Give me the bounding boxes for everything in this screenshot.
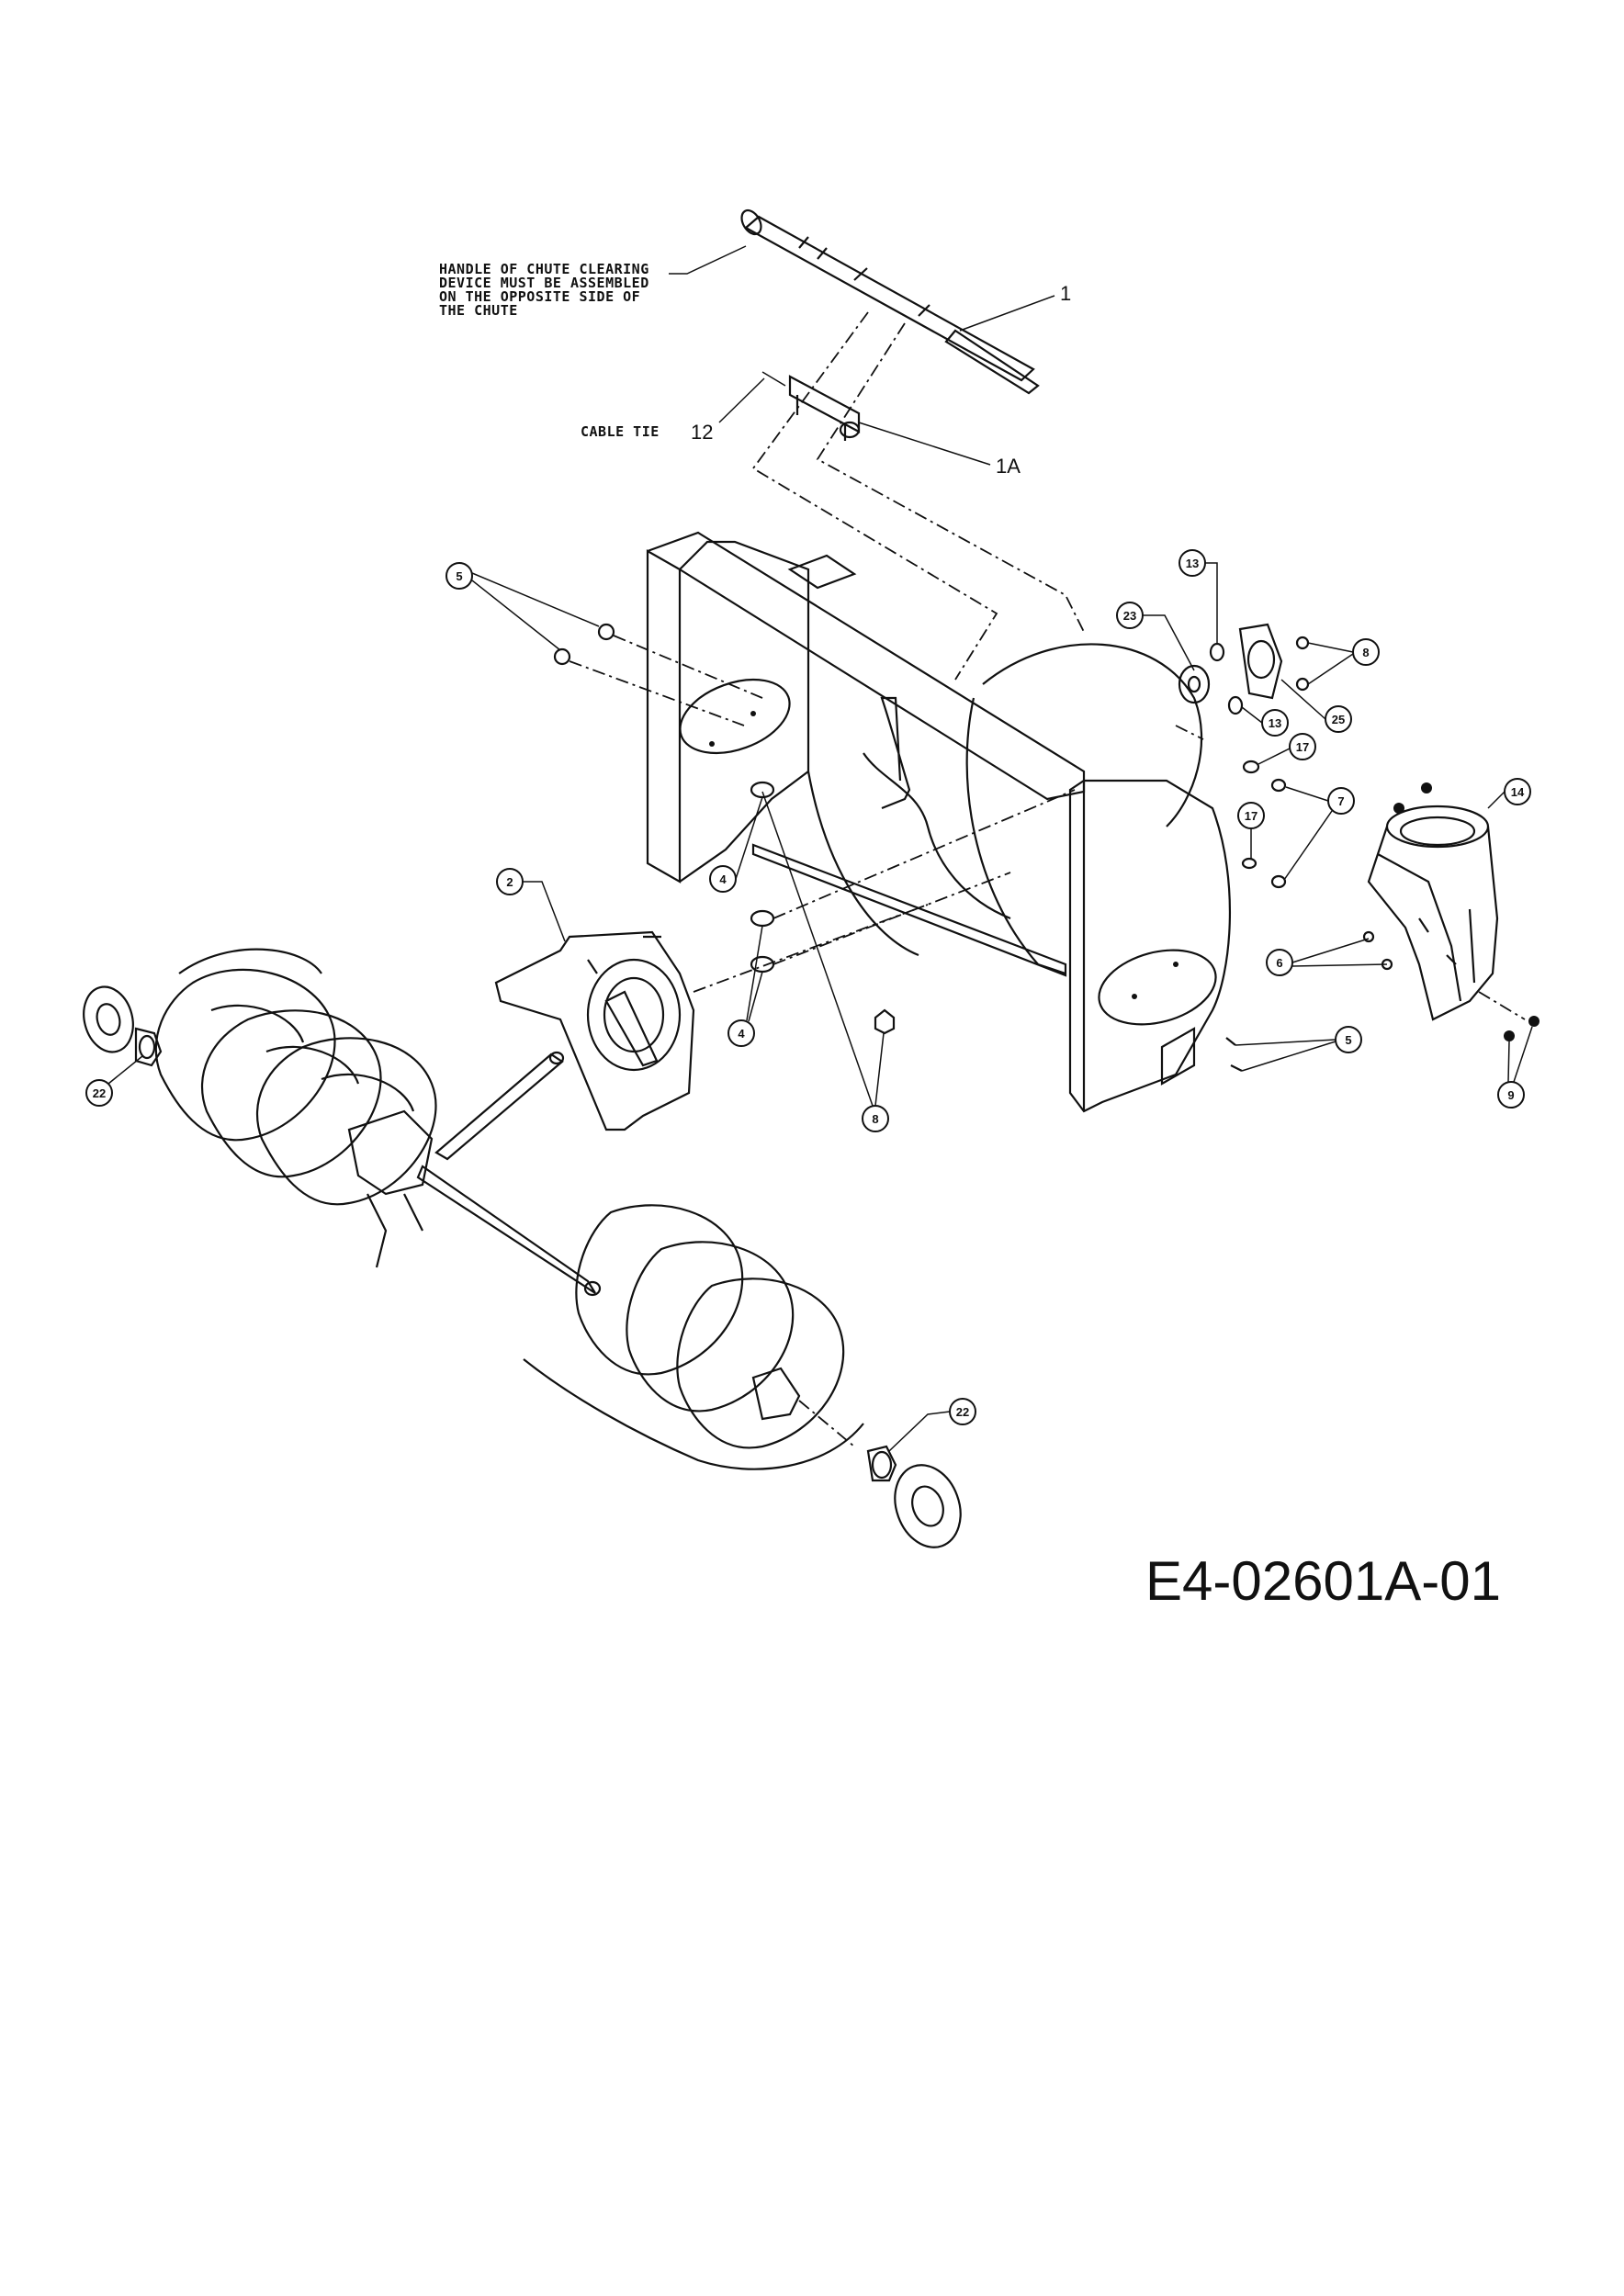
circled-callouts: 5 13 23 8 13 25 17 7 17 xyxy=(85,549,1533,1452)
callout-1: 1 xyxy=(1060,282,1071,305)
callout-6: 6 xyxy=(1276,956,1282,970)
callout-25: 25 xyxy=(1332,713,1345,726)
callout-17-bottom: 17 xyxy=(1245,809,1257,823)
impeller-housing xyxy=(494,904,929,1131)
discharge-chute xyxy=(1362,782,1539,1041)
right-auger xyxy=(523,1204,864,1470)
callout-22-right: 22 xyxy=(956,1405,969,1419)
callout-4-bottom: 4 xyxy=(738,1027,745,1041)
assembly-note: HANDLE OF CHUTE CLEARING DEVICE MUST BE … xyxy=(439,245,747,319)
left-bearing xyxy=(83,985,163,1067)
callout-9: 9 xyxy=(1507,1088,1514,1102)
auger-shaft xyxy=(416,1051,602,1297)
callout-13-bottom: 13 xyxy=(1269,716,1281,730)
assembly-lines-handle xyxy=(751,311,1085,681)
callout-4-top: 4 xyxy=(719,872,727,886)
note-line-2: DEVICE MUST BE ASSEMBLED xyxy=(439,275,649,291)
note-line-1: HANDLE OF CHUTE CLEARING xyxy=(439,261,649,277)
callout-8-right: 8 xyxy=(1362,646,1369,659)
chute-clearing-handle xyxy=(740,208,1040,395)
callout-13-top: 13 xyxy=(1186,557,1199,570)
cable-clip xyxy=(761,371,861,441)
callout-23: 23 xyxy=(1123,609,1136,623)
callout-7: 7 xyxy=(1337,794,1344,808)
auger-housing xyxy=(646,531,1232,1113)
callout-2: 2 xyxy=(506,875,513,889)
plain-callouts: 1 1A 12 CABLE TIE xyxy=(581,282,1071,478)
note-line-4: THE CHUTE xyxy=(439,302,518,319)
callout-12: 12 xyxy=(691,421,713,444)
callout-8-bottom: 8 xyxy=(872,1112,878,1126)
callout-1a: 1A xyxy=(996,455,1021,478)
callout-14: 14 xyxy=(1511,785,1525,799)
callout-17-top: 17 xyxy=(1296,740,1309,754)
hardware-left xyxy=(553,623,1243,1072)
callout-5-left: 5 xyxy=(456,569,462,583)
hardware-right xyxy=(1241,760,1287,889)
note-line-3: ON THE OPPOSITE SIDE OF xyxy=(439,288,640,305)
drawing-number: E4-02601A-01 xyxy=(1145,1550,1501,1612)
left-auger xyxy=(154,948,437,1268)
right-bearing xyxy=(866,1445,962,1548)
cable-tie-label: CABLE TIE xyxy=(581,423,660,440)
bearing-assembly xyxy=(1175,623,1310,740)
callout-22-left: 22 xyxy=(93,1086,106,1100)
callout-5-right: 5 xyxy=(1345,1033,1351,1047)
